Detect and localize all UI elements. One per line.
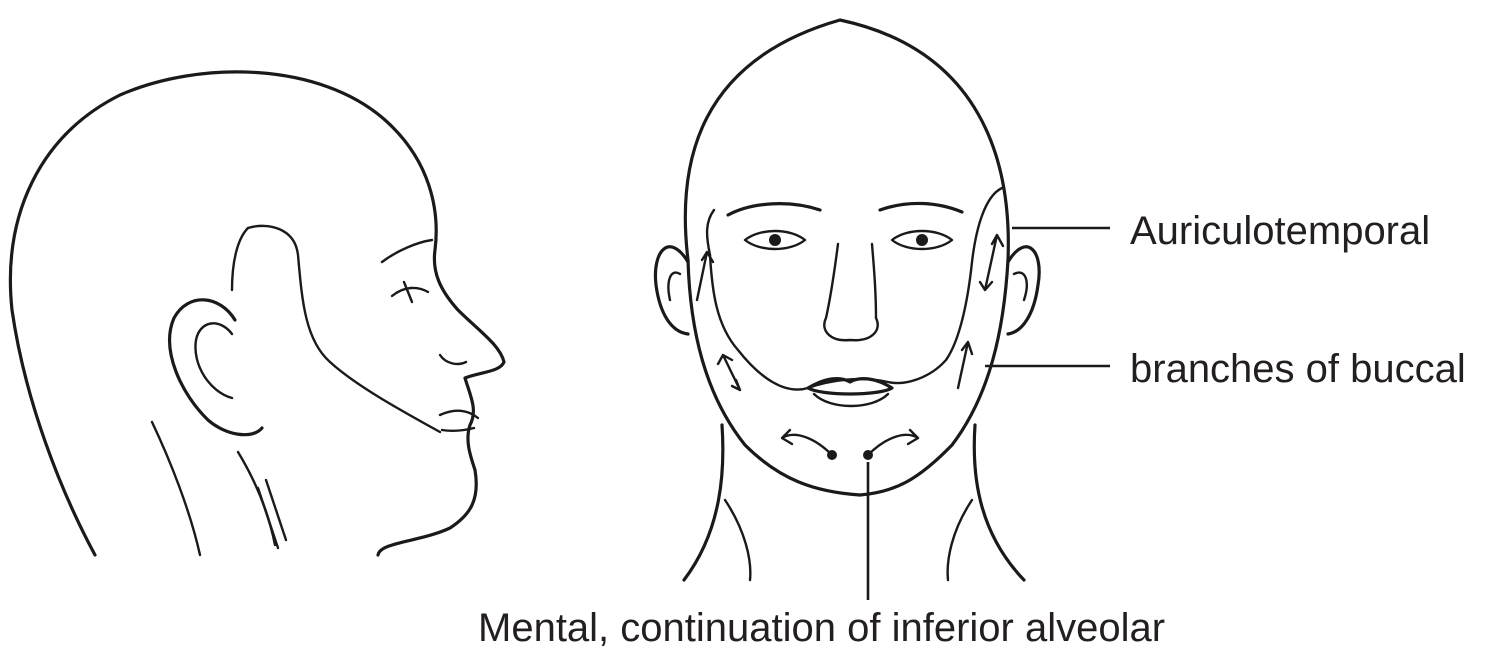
profile-eye bbox=[392, 282, 428, 302]
mental-label: Mental, continuation of inferior alveola… bbox=[478, 608, 1165, 648]
frontal-neck-muscle-right bbox=[948, 500, 972, 580]
frontal-face-region-left-top bbox=[707, 210, 714, 255]
frontal-eyebrow-right bbox=[880, 203, 962, 212]
frontal-neck-muscle-left bbox=[725, 500, 750, 580]
profile-neck-front bbox=[238, 452, 275, 545]
buccal-arrow-left bbox=[718, 355, 740, 390]
frontal-pupil-left bbox=[769, 234, 781, 246]
auriculotemporal-label: Auriculotemporal bbox=[1130, 211, 1430, 251]
frontal-neck-left bbox=[684, 425, 723, 580]
buccal-label: branches of buccal bbox=[1130, 349, 1466, 389]
profile-neck-back bbox=[152, 422, 200, 555]
profile-face-region-back bbox=[232, 228, 248, 290]
frontal-nose bbox=[824, 244, 877, 340]
mental-foramen-right bbox=[863, 450, 873, 460]
frontal-ear-left-inner bbox=[668, 273, 680, 300]
frontal-ear-left bbox=[655, 247, 688, 334]
buccal-arrow-right bbox=[958, 342, 972, 388]
frontal-nose-bridge bbox=[872, 244, 876, 318]
profile-nostril bbox=[440, 355, 466, 364]
profile-face-region-outline bbox=[248, 226, 440, 432]
nerve-arrows bbox=[697, 235, 1003, 460]
mental-arrow-right bbox=[868, 430, 918, 455]
mental-foramen-left bbox=[827, 450, 837, 460]
auriculotemporal-arrow-right bbox=[980, 235, 1003, 290]
frontal-head bbox=[655, 20, 1039, 580]
frontal-ear-right bbox=[1008, 247, 1039, 334]
frontal-face-region-outline bbox=[710, 188, 1002, 390]
frontal-neck-right bbox=[974, 425, 1024, 580]
profile-ear-inner bbox=[195, 323, 232, 398]
frontal-lower-lip bbox=[814, 394, 888, 406]
profile-head bbox=[10, 72, 504, 555]
profile-eyebrow bbox=[382, 240, 432, 262]
frontal-head-outline bbox=[685, 20, 1008, 260]
frontal-jaw-right bbox=[860, 260, 1008, 495]
profile-ear bbox=[170, 300, 262, 435]
profile-neck-muscle bbox=[258, 480, 286, 548]
mental-arrow-left bbox=[782, 430, 832, 455]
frontal-pupil-right bbox=[916, 234, 928, 246]
profile-head-outline bbox=[10, 72, 504, 555]
frontal-eyebrow-left bbox=[728, 204, 820, 215]
frontal-ear-right-inner bbox=[1014, 273, 1027, 300]
frontal-upper-lip bbox=[808, 379, 892, 394]
